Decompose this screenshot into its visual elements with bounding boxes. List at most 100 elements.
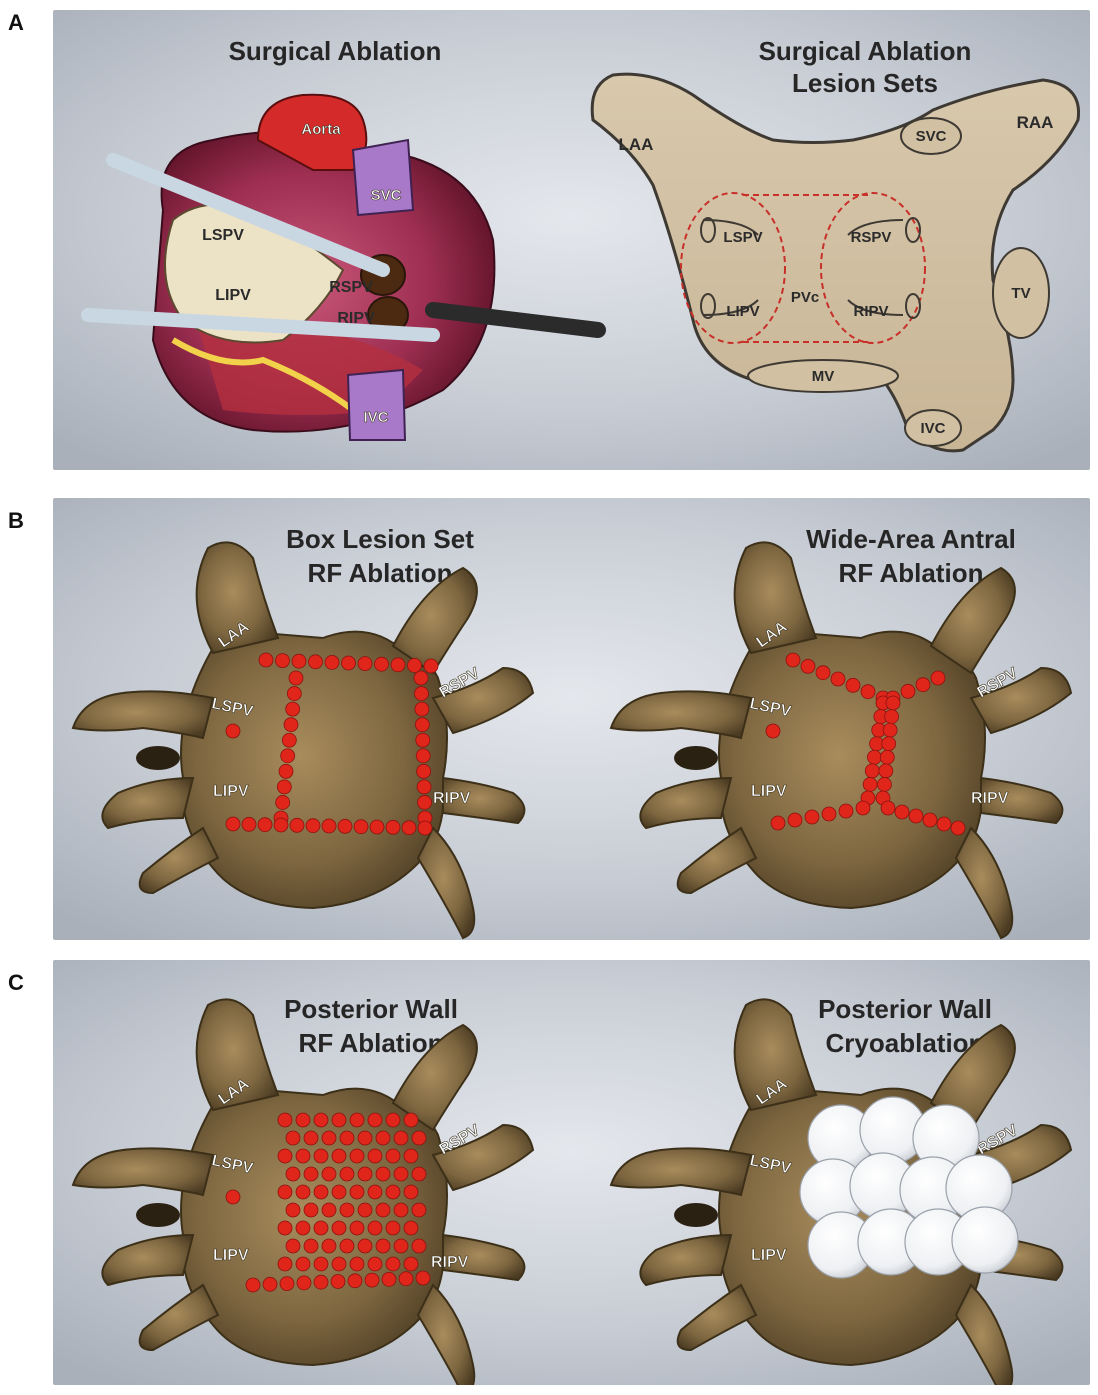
lesion-dot bbox=[412, 1167, 426, 1181]
lesion-dot bbox=[340, 1167, 354, 1181]
panel-letter-b: B bbox=[8, 508, 24, 534]
lesion-dot bbox=[414, 687, 428, 701]
lesion-dot bbox=[886, 696, 900, 710]
lesion-dot bbox=[258, 818, 272, 832]
lesion-dot bbox=[286, 1203, 300, 1217]
lesion-dot bbox=[338, 819, 352, 833]
lesion-dot bbox=[846, 678, 860, 692]
lesion-dot bbox=[278, 1221, 292, 1235]
lesion-dot bbox=[314, 1113, 328, 1127]
lesion-dot bbox=[766, 724, 780, 738]
lesion-dot bbox=[278, 1149, 292, 1163]
b-right-label-lipv: LIPV bbox=[751, 783, 787, 800]
lesion-dot bbox=[414, 671, 428, 685]
lesion-dot bbox=[350, 1185, 364, 1199]
lesion-dot bbox=[314, 1257, 328, 1271]
lesion-dot bbox=[375, 657, 389, 671]
lesion-dot bbox=[322, 1203, 336, 1217]
lesion-dot bbox=[394, 1131, 408, 1145]
heart-label-lipv: LIPV bbox=[215, 287, 251, 304]
lesion-dot bbox=[368, 1185, 382, 1199]
heart-label-rspv: RSPV bbox=[329, 279, 373, 296]
lesion-dot bbox=[340, 1203, 354, 1217]
lesion-dot bbox=[386, 1113, 400, 1127]
lesion-dot bbox=[284, 718, 298, 732]
map-label-tv: TV bbox=[1011, 285, 1030, 302]
lesion-dot bbox=[226, 724, 240, 738]
lesion-dot bbox=[416, 1271, 430, 1285]
lesion-dot bbox=[382, 1272, 396, 1286]
lesion-dot bbox=[822, 807, 836, 821]
lesion-dot bbox=[951, 821, 965, 835]
lesion-dot bbox=[296, 1185, 310, 1199]
lesion-dot bbox=[332, 1149, 346, 1163]
lesion-dot bbox=[276, 654, 290, 668]
lesion-dot bbox=[368, 1113, 382, 1127]
lesion-dot bbox=[417, 764, 431, 778]
panel-a-left-title: Surgical Ablation bbox=[229, 36, 442, 66]
panel-c: Posterior Wall RF Ablation Posterior Wal… bbox=[53, 960, 1090, 1385]
lesion-dot bbox=[865, 764, 879, 778]
lesion-dot bbox=[399, 1272, 413, 1286]
lesion-dot bbox=[297, 1276, 311, 1290]
panel-a-right-title-line1: Surgical Ablation bbox=[759, 36, 972, 66]
lesion-dot bbox=[304, 1167, 318, 1181]
lesion-dot bbox=[417, 780, 431, 794]
lesion-dot bbox=[332, 1257, 346, 1271]
lesion-dot bbox=[278, 1185, 292, 1199]
lesion-dot bbox=[358, 1239, 372, 1253]
map-label-pvc: PVc bbox=[791, 289, 819, 306]
lesion-dot bbox=[242, 817, 256, 831]
lesion-dot bbox=[415, 702, 429, 716]
lesion-dot bbox=[386, 1257, 400, 1271]
lesion-dot bbox=[368, 1149, 382, 1163]
lesion-dot bbox=[412, 1239, 426, 1253]
lesion-dot bbox=[340, 1239, 354, 1253]
lesion-dot bbox=[909, 809, 923, 823]
lesion-dot bbox=[287, 687, 301, 701]
lesion-dot bbox=[404, 1185, 418, 1199]
lesion-dot bbox=[226, 817, 240, 831]
lesion-dot bbox=[325, 655, 339, 669]
lesion-dot bbox=[816, 666, 830, 680]
panel-c-left-title-line1: Posterior Wall bbox=[284, 994, 458, 1024]
lesion-dot bbox=[394, 1167, 408, 1181]
lesion-dot bbox=[322, 1167, 336, 1181]
lesion-dot bbox=[412, 1203, 426, 1217]
map-label-laa: LAA bbox=[619, 135, 654, 154]
heart-label-ivc: IVC bbox=[363, 409, 388, 426]
heart-label-lspv: LSPV bbox=[202, 227, 244, 244]
panel-b-left-title-line2: RF Ablation bbox=[308, 558, 453, 588]
lesion-dot bbox=[861, 685, 875, 699]
lesion-dot bbox=[916, 678, 930, 692]
lesion-dot bbox=[314, 1221, 328, 1235]
lesion-dot bbox=[296, 1113, 310, 1127]
lesion-dot bbox=[259, 653, 273, 667]
lesion-dot bbox=[856, 801, 870, 815]
lesion-dot bbox=[358, 1203, 372, 1217]
b-left-label-ripv: RIPV bbox=[433, 790, 471, 807]
lesion-dot bbox=[877, 777, 891, 791]
lesion-dot bbox=[354, 820, 368, 834]
lesion-dot bbox=[408, 658, 422, 672]
lesion-dot bbox=[278, 1257, 292, 1271]
panel-b: Box Lesion Set RF Ablation Wide-Area Ant… bbox=[53, 498, 1090, 940]
lesion-dot bbox=[386, 1185, 400, 1199]
map-label-ripv: RIPV bbox=[853, 303, 888, 320]
lesion-dot bbox=[322, 819, 336, 833]
lesion-dot bbox=[350, 1221, 364, 1235]
lesion-dot bbox=[867, 750, 881, 764]
lesion-dot bbox=[304, 1239, 318, 1253]
map-label-lipv: LIPV bbox=[726, 303, 759, 320]
lesion-dot bbox=[348, 1274, 362, 1288]
lesion-dot bbox=[391, 658, 405, 672]
lesion-dot bbox=[416, 733, 430, 747]
lesion-dot bbox=[358, 1131, 372, 1145]
map-label-raa: RAA bbox=[1017, 113, 1054, 132]
lesion-dot bbox=[788, 813, 802, 827]
lesion-dot bbox=[314, 1149, 328, 1163]
lesion-dot bbox=[424, 659, 438, 673]
lesion-dot bbox=[880, 750, 894, 764]
panel-a: Surgical Ablation Surgical Ablation Lesi… bbox=[53, 10, 1090, 470]
panel-b-left-title-line1: Box Lesion Set bbox=[286, 524, 474, 554]
